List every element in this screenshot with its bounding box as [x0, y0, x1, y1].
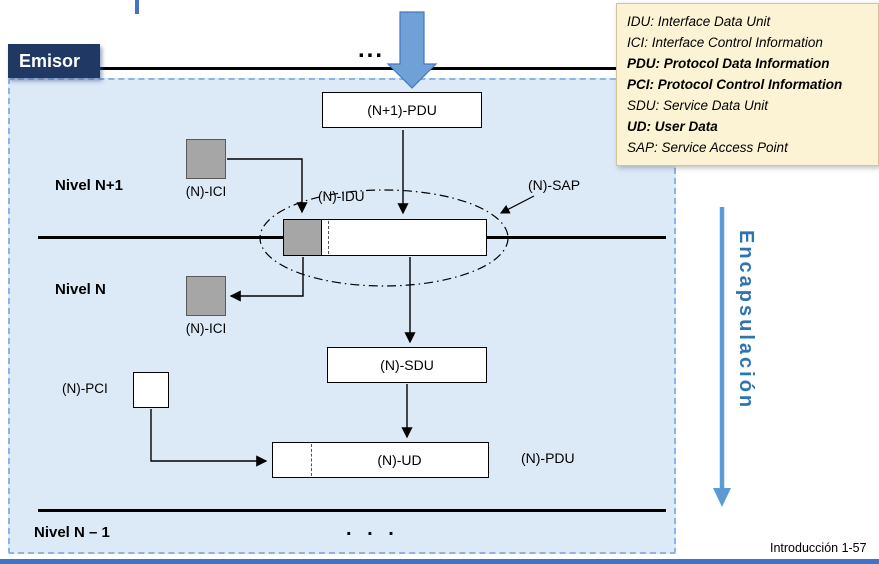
- ud-divider: [311, 444, 312, 476]
- ellipsis-top: ...: [358, 36, 385, 63]
- level-label-n: Nivel N: [55, 281, 106, 298]
- emisor-title-text: Emisor: [19, 50, 81, 71]
- pdu-bottom-label: (N)-PDU: [521, 450, 575, 466]
- sap-label: (N)-SAP: [528, 177, 581, 193]
- pdu-top-box: (N+1)-PDU: [322, 92, 482, 128]
- ud-label: (N)-UD: [377, 452, 422, 468]
- emisor-panel: [8, 78, 676, 554]
- pci-box: [133, 372, 169, 408]
- emisor-title: Emisor: [8, 44, 100, 78]
- legend-item-idu: IDU: Interface Data Unit: [627, 14, 771, 29]
- legend-item-ud: UD: User Data: [627, 119, 718, 134]
- ici-bottom-label: (N)-ICI: [185, 321, 227, 336]
- legend-item-sap: SAP: Service Access Point: [627, 140, 788, 155]
- level-label-n-minus-1: Nivel N – 1: [34, 524, 110, 541]
- idu-box: [283, 219, 487, 256]
- flow-down-arrow: [386, 11, 438, 89]
- pci-label: (N)-PCI: [62, 381, 108, 396]
- pdu-top-label: (N+1)-PDU: [367, 102, 437, 118]
- idu-divider: [328, 221, 329, 254]
- legend-item-pdu: PDU: Protocol Data Information: [627, 56, 830, 71]
- level-label-n-plus-1: Nivel N+1: [55, 177, 123, 194]
- legend-item-sdu: SDU: Service Data Unit: [627, 98, 769, 113]
- legend-box: IDU: Interface Data Unit ICI: Interface …: [616, 3, 879, 166]
- encapsulation-label: Encapsulación: [735, 230, 757, 411]
- ellipsis-bottom: . . .: [346, 518, 399, 540]
- slide-bottom-rule: [0, 559, 879, 564]
- layer-boundary-bottom: [38, 509, 666, 512]
- ici-bottom-box: [186, 276, 226, 316]
- sdu-label: (N)-SDU: [380, 357, 434, 373]
- idu-label: (N)-IDU: [318, 189, 365, 204]
- encapsulation-arrowhead: [713, 488, 731, 507]
- idu-ici-segment: [284, 220, 322, 255]
- ud-box: (N)-UD: [272, 442, 489, 478]
- slide-footer: Introducción 1-57: [770, 541, 867, 555]
- legend-item-pci: PCI: Protocol Control Information: [627, 77, 843, 92]
- layer-boundary-top: [10, 67, 676, 70]
- legend-item-ici: ICI: Interface Control Information: [627, 35, 823, 50]
- ici-top-box: [186, 139, 226, 179]
- ici-top-label: (N)-ICI: [185, 184, 227, 199]
- sdu-box: (N)-SDU: [327, 347, 487, 383]
- decorative-top-line: [135, 0, 139, 14]
